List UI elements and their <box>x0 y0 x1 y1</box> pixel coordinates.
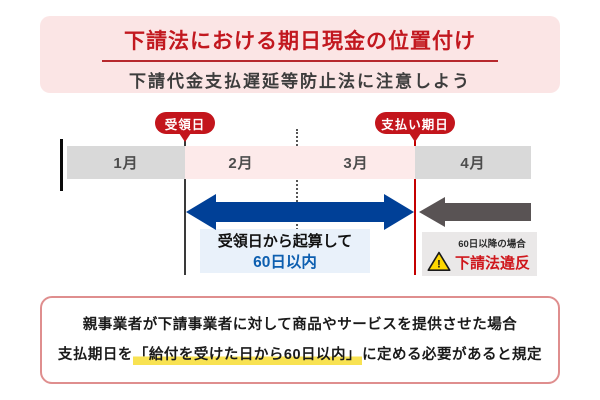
arrow-head-left <box>419 197 445 227</box>
violation-label: 下請法違反 <box>454 255 530 272</box>
month-label: 1月 <box>113 155 139 172</box>
arrow-head-left <box>186 194 216 230</box>
arrow-shaft <box>443 203 531 221</box>
receipt-date-badge-label: 受領日 <box>164 117 206 132</box>
month-label: 4月 <box>460 155 486 172</box>
payment-deadline-badge-label: 支払い期日 <box>381 117 449 132</box>
badge-pointer-down <box>409 133 421 142</box>
sixty-day-note-box: 受領日から起算して 60日以内 <box>200 229 370 273</box>
header-card: 下請法における期日現金の位置付け 下請代金支払遅延等防止法に注意しよう <box>40 16 560 93</box>
month-cell-january: 1月 <box>67 146 185 179</box>
timeline-start-line <box>60 139 63 191</box>
sixty-day-note-line2: 60日以内 <box>253 254 317 271</box>
warning-icon: ! <box>427 251 451 271</box>
month-cell-april: 4月 <box>415 146 531 179</box>
footer-note-suffix: に定める必要があると規定 <box>362 347 543 363</box>
svg-text:!: ! <box>437 259 441 271</box>
violation-case-text: 60日以降の場合 <box>458 239 526 250</box>
arrow-shaft <box>214 202 386 222</box>
payment-deadline-badge: 支払い期日 <box>375 112 455 142</box>
month-cell-february: 2月 <box>185 146 297 179</box>
month-cell-march: 3月 <box>297 146 415 179</box>
month-bar: 1月 2月 3月 4月 <box>67 146 531 179</box>
footer-note-line1: 親事業者が下請事業者に対して商品やサービスを提供させた場合 <box>82 317 518 333</box>
payment-deadline-line <box>414 133 416 275</box>
arrow-head-right <box>384 194 414 230</box>
month-label: 3月 <box>343 155 369 172</box>
sixty-day-span-arrow <box>186 194 414 230</box>
badge-pointer-down <box>179 133 191 142</box>
overdue-span-arrow <box>419 197 531 227</box>
page-title: 下請法における期日現金の位置付け <box>102 25 498 62</box>
footer-note-card: 親事業者が下請事業者に対して商品やサービスを提供させた場合 支払期日を「給付を受… <box>40 296 560 384</box>
sixty-day-note-line1: 受領日から起算して <box>217 233 353 250</box>
month-label: 2月 <box>228 155 254 172</box>
month-divider-dotted-line <box>296 129 298 230</box>
footer-note-prefix: 支払期日を <box>57 347 133 363</box>
footer-note-highlight: 「給付を受けた日から60日以内」 <box>132 347 363 365</box>
footer-note-line2: 支払期日を「給付を受けた日から60日以内」に定める必要があると規定 <box>42 343 558 365</box>
receipt-date-badge: 受領日 <box>155 112 215 142</box>
page-subtitle: 下請代金支払遅延等防止法に注意しよう <box>129 72 471 91</box>
receipt-date-line <box>184 133 186 275</box>
violation-warning-box: 60日以降の場合 ! 下請法違反 <box>422 232 537 276</box>
